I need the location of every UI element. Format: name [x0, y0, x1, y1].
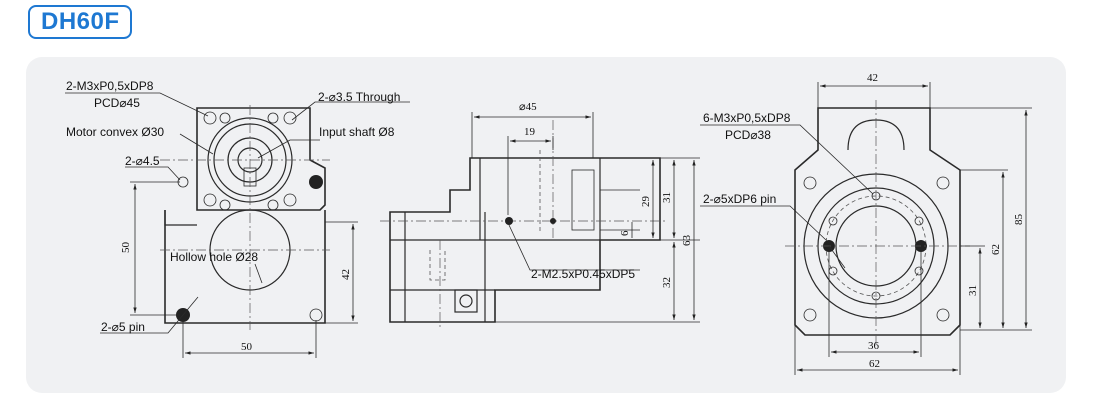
left-hole-br — [283, 193, 297, 207]
left-leader-through — [291, 101, 410, 121]
left-leader-convex — [179, 133, 214, 155]
left-hole-b2 — [267, 199, 279, 211]
right-view: 42 85 62 31 36 62 6-M3xP0,5xDP8 PCD⌀38 2… — [700, 72, 1032, 375]
right-dim-31: 31 — [967, 285, 979, 296]
left-leader-shaft — [257, 139, 320, 159]
right-tap-4 — [914, 266, 924, 276]
right-corner-hole-tr — [936, 176, 950, 190]
model-title: DH60F — [41, 8, 120, 35]
left-dim-42: 42 — [340, 269, 352, 280]
right-corner-hole-br — [936, 308, 950, 322]
right-leader-pin — [700, 205, 827, 241]
left-hole-t2 — [267, 112, 279, 124]
right-tap-6 — [828, 266, 838, 276]
left-hole-tr — [283, 111, 297, 125]
mid-dim-6: 6 — [619, 230, 631, 236]
right-leader-pin-2 — [828, 245, 846, 269]
left-lower-body — [164, 210, 326, 324]
left-callout-pcd: PCD⌀45 — [94, 96, 140, 110]
left-view: 50 42 50 2-M3xP0,5xDP8 PCD⌀45 2-⌀3.5 Thr… — [65, 79, 410, 358]
model-badge: DH60F — [28, 5, 132, 39]
left-hole-tl — [203, 111, 217, 125]
mid-dim-29: 29 — [640, 196, 652, 208]
right-callout-pin: 2-⌀5xDP6 pin — [703, 192, 776, 206]
right-dim-42: 42 — [867, 72, 878, 84]
mid-small-circle — [459, 294, 473, 308]
left-callout-motor-convex: Motor convex Ø30 — [66, 125, 164, 139]
mid-callout-tap: 2-M2.5xP0.45xDP5 — [531, 267, 635, 281]
right-dim-62v: 62 — [990, 244, 1002, 255]
left-leader-hole45 — [125, 166, 181, 181]
mid-dim-45: ⌀45 — [519, 101, 537, 113]
left-callout-hole45: 2-⌀4.5 — [125, 154, 160, 168]
mid-hidden-1 — [429, 250, 446, 281]
left-callout-through: 2-⌀3.5 Through — [318, 90, 400, 104]
left-dim-50h: 50 — [241, 341, 253, 353]
right-leader-tap — [700, 124, 874, 195]
left-callout-tap: 2-M3xP0,5xDP8 — [66, 79, 154, 93]
mid-dim-31: 31 — [661, 192, 673, 203]
middle-view: ⌀45 19 31 29 6 63 32 2-M2.5xP0.45xDP5 — [380, 101, 700, 330]
right-corner-hole-tl — [803, 176, 817, 190]
left-callout-pin: 2-⌀5 pin — [101, 320, 145, 334]
right-dim-36: 36 — [868, 340, 880, 352]
left-leader-tap — [65, 92, 209, 117]
right-tap-3 — [828, 216, 838, 226]
right-dim-62h: 62 — [869, 358, 880, 370]
left-pin-mark-top — [309, 175, 323, 189]
right-tap-5 — [914, 216, 924, 226]
mid-tap-mark — [505, 217, 513, 225]
right-corner-hole-bl — [803, 308, 817, 322]
left-callout-hollow: Hollow hole Ø28 — [170, 250, 258, 264]
right-dim-85: 85 — [1013, 214, 1025, 226]
mid-leader-tap — [508, 224, 640, 271]
left-step — [164, 210, 197, 226]
mid-small-box — [454, 289, 478, 313]
left-dim-50v: 50 — [120, 242, 132, 254]
right-callout-pcd: PCD⌀38 — [725, 128, 771, 142]
left-hole-t1 — [219, 112, 231, 124]
left-pin-hole-right — [309, 308, 323, 322]
left-hole-b1 — [219, 199, 231, 211]
left-callout-input-shaft: Input shaft Ø8 — [319, 125, 395, 139]
left-leader-hollow — [254, 263, 263, 284]
left-hole-bl — [203, 193, 217, 207]
mid-dim-19: 19 — [524, 126, 536, 138]
mid-slot — [571, 169, 595, 231]
left-leader-pin — [100, 296, 199, 334]
mid-dim-63: 63 — [681, 235, 693, 247]
right-housing-outline — [794, 107, 961, 336]
right-callout-tap: 6-M3xP0,5xDP8 — [703, 111, 791, 125]
left-flange-outline — [196, 107, 326, 211]
mid-tap-mark-2 — [550, 218, 556, 224]
mid-dim-32: 32 — [661, 277, 673, 288]
drawing-panel — [26, 57, 1066, 393]
